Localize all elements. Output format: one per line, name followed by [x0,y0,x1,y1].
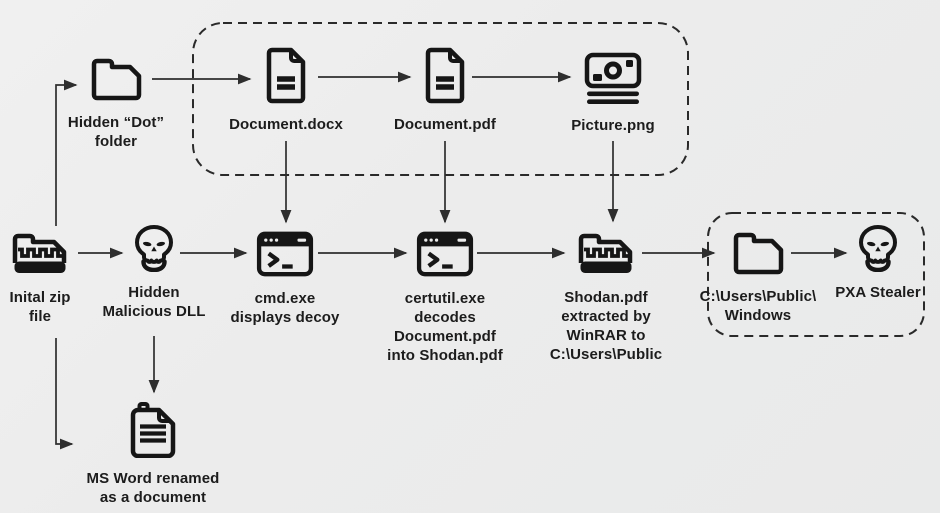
document-icon [421,46,469,104]
payload-group-box [707,212,925,337]
node-document-docx: Document.docx [201,46,371,134]
node-label-cmd-exe: cmd.exe displays decoy [230,290,340,326]
terminal-icon [416,230,474,278]
decoy-files-group-box [192,22,689,176]
node-label-certutil-exe: certutil.exe decodes Document.pdf into S… [387,290,503,364]
node-label-hidden-malicious-dll: Hidden Malicious DLL [102,284,206,320]
terminal-icon [256,230,314,278]
connector-zip-to-dot-folder [55,79,78,226]
folder-icon [86,54,146,102]
node-hidden-malicious-dll: Hidden Malicious DLL [69,224,239,321]
node-label-public-windows-folder: C:\Users\Public\ Windows [699,288,817,324]
node-label-initial-zip-file: Inital zip file [9,289,71,325]
connectors [55,71,848,450]
notepad-icon [126,400,180,458]
node-shodan-pdf: Shodan.pdf extracted by WinRAR to C:\Use… [521,229,691,364]
skull-icon [132,224,176,272]
node-label-pxa-stealer: PXA Stealer [835,284,921,301]
document-icon [262,46,310,104]
node-hidden-dot-folder: Hidden “Dot” folder [31,54,201,151]
node-public-windows-folder: C:\Users\Public\ Windows [673,228,843,325]
picture-icon [582,51,644,105]
node-ms-word-doc: MS Word renamed as a document [68,400,238,507]
skull-icon [856,224,900,272]
connector-zip-to-msword [55,338,74,450]
zip-icon [8,229,72,277]
node-pxa-stealer: PXA Stealer [793,224,940,302]
node-picture-png: Picture.png [528,51,698,135]
node-document-pdf: Document.pdf [360,46,530,134]
node-label-ms-word-doc: MS Word renamed as a document [86,470,220,506]
node-label-document-docx: Document.docx [229,116,343,133]
node-label-picture-png: Picture.png [571,117,655,134]
zip-icon [574,229,638,277]
node-label-document-pdf: Document.pdf [393,116,497,133]
node-certutil-exe: certutil.exe decodes Document.pdf into S… [360,230,530,365]
folder-icon [728,228,788,276]
node-label-hidden-dot-folder: Hidden “Dot” folder [67,114,165,150]
node-initial-zip-file: Inital zip file [0,229,125,326]
node-label-shodan-pdf: Shodan.pdf extracted by WinRAR to C:\Use… [549,289,663,363]
node-cmd-exe: cmd.exe displays decoy [200,230,370,327]
